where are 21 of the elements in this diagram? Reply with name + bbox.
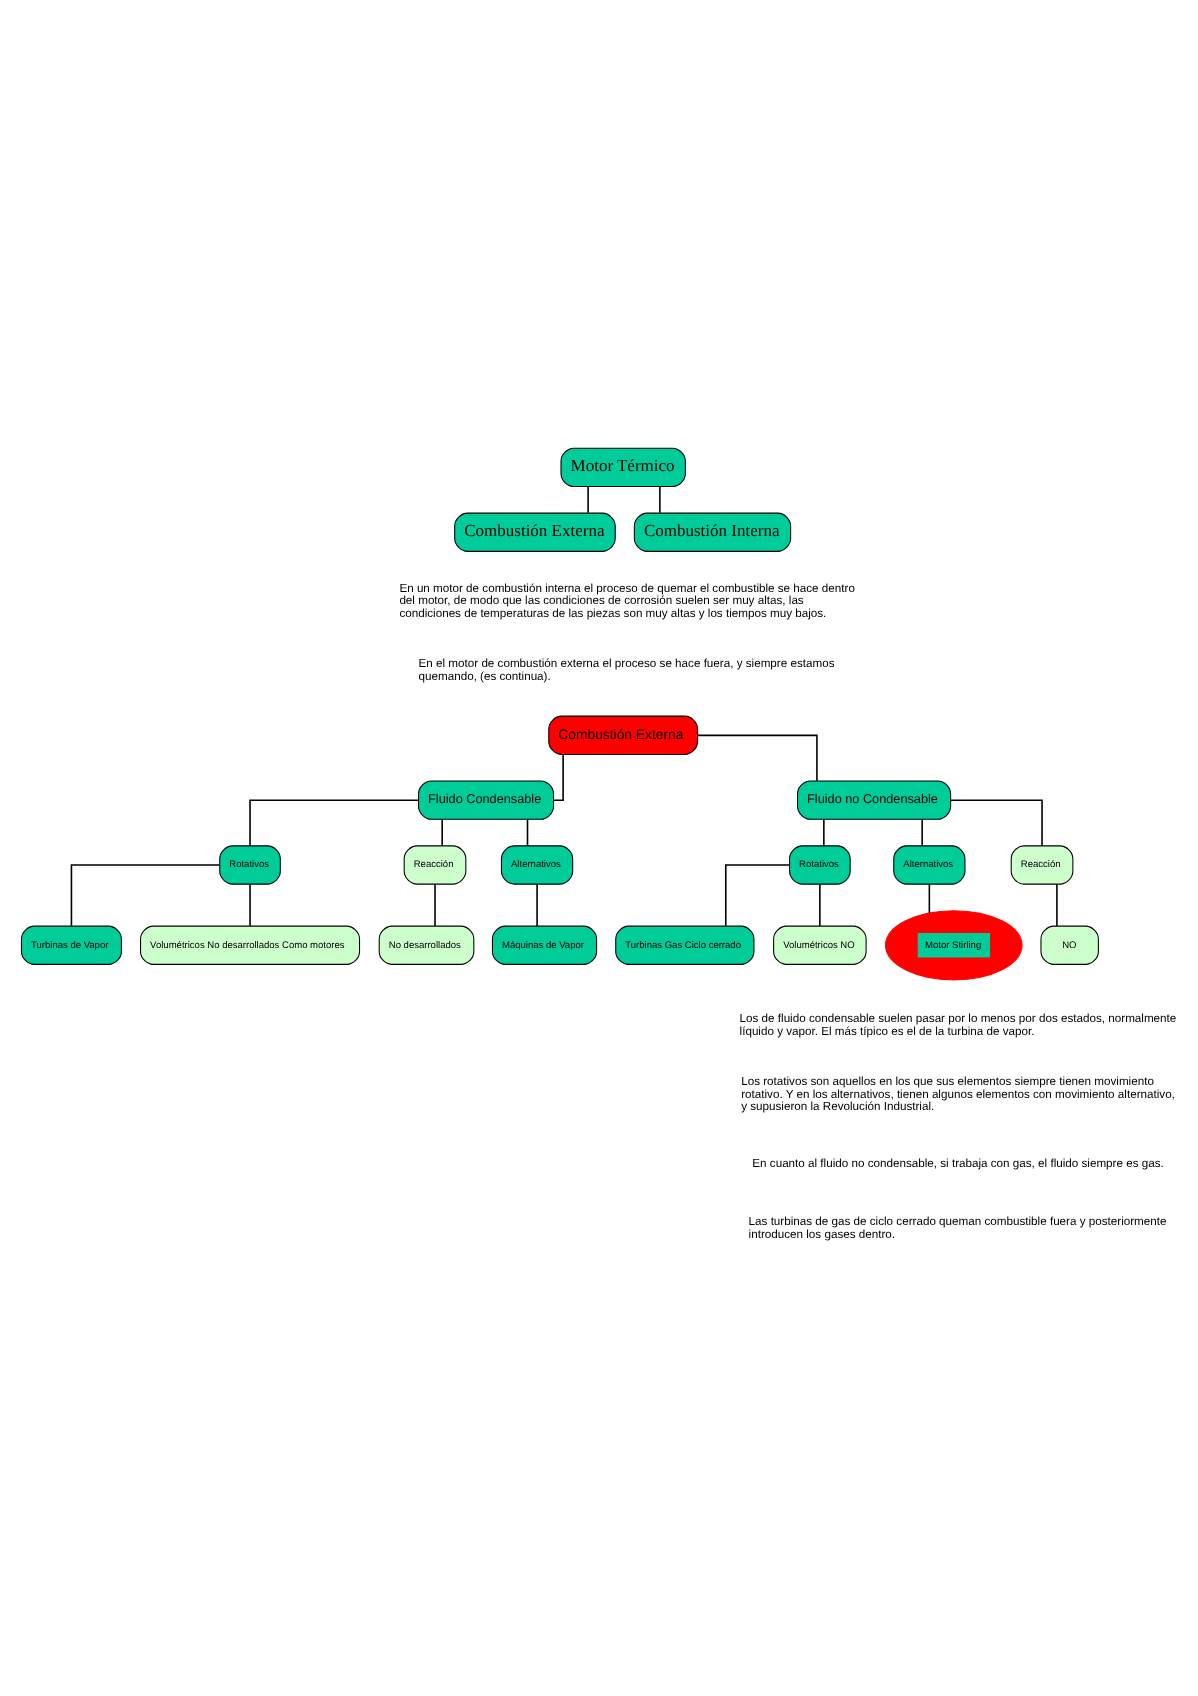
connector [434,883,436,927]
connector [949,799,1043,847]
connector [249,799,420,847]
node-box: Combustión Externa [454,512,616,552]
connector [526,818,529,847]
connector [819,883,821,927]
connector [928,883,931,914]
connector [724,864,790,927]
connector [70,864,221,927]
connector [659,486,661,514]
connector [536,883,538,927]
connector [441,818,443,847]
node-box: Motor Térmico [560,447,686,488]
connector [697,734,818,782]
node-box: Combustión Interna [633,512,792,552]
connector [249,883,251,927]
connector [823,818,825,847]
connector [552,753,564,801]
connector [1056,883,1058,927]
connector [587,486,589,514]
connector [921,818,923,847]
